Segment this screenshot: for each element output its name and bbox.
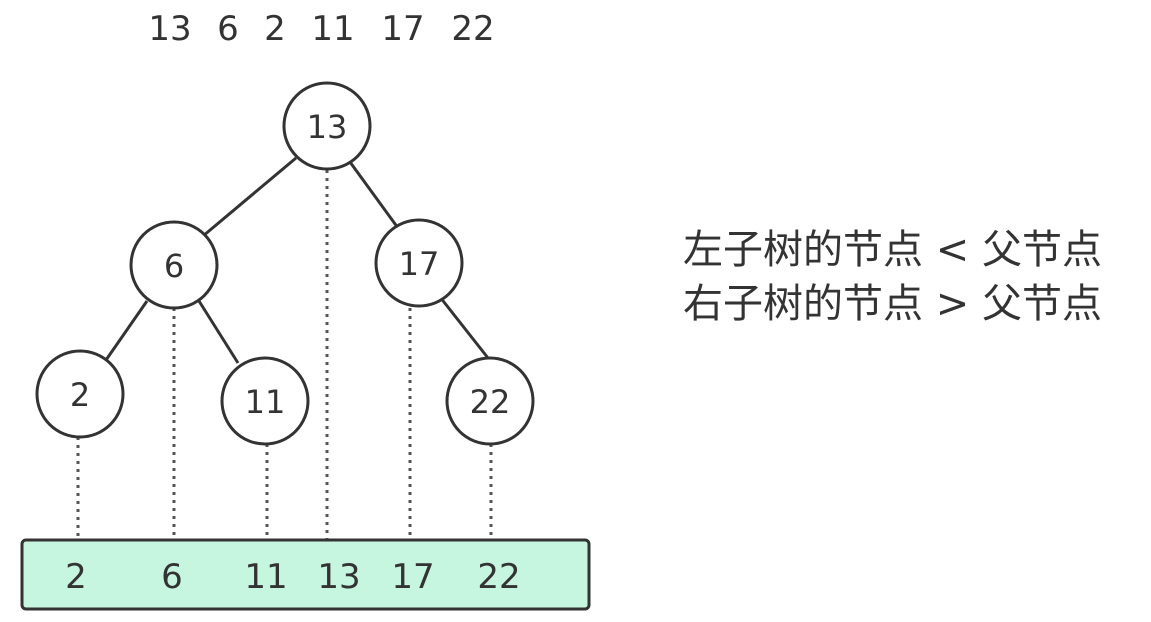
node-label: 22: [470, 383, 511, 421]
node-label: 11: [245, 383, 286, 421]
sequence-value: 22: [451, 9, 494, 49]
projection-lines: [76, 170, 493, 540]
tree-edge: [438, 296, 490, 359]
array-value: 17: [391, 557, 434, 597]
tree-node: 13: [282, 81, 372, 171]
tree-edge: [202, 156, 297, 238]
sequence-value: 6: [217, 9, 239, 49]
tree-node: 2: [35, 349, 125, 439]
sorted-array: 2 6 11 13 17 22: [20, 538, 591, 611]
tree-edges: [104, 156, 490, 364]
sequence-value: 17: [381, 9, 424, 49]
array-value: 13: [317, 557, 360, 597]
sequence-value: 2: [264, 9, 286, 49]
tree-edge: [348, 161, 400, 229]
tree-node: 17: [374, 218, 464, 308]
tree-nodes: 13 6 17 2 11 22: [35, 81, 535, 446]
node-label: 17: [399, 245, 440, 283]
tree-node: 6: [129, 220, 219, 310]
node-label: 13: [307, 108, 348, 146]
sequence-value: 13: [148, 9, 191, 49]
insertion-sequence: 13 6 2 11 17 22: [148, 9, 494, 49]
tree-node: 22: [445, 356, 535, 446]
tree-edge: [104, 300, 149, 361]
sorted-array-box: [20, 538, 591, 611]
sequence-value: 11: [311, 9, 354, 49]
rule-left-subtree: 左子树的节点 < 父节点: [683, 227, 1102, 273]
rule-right-subtree: 右子树的节点 > 父节点: [683, 281, 1102, 327]
node-label: 6: [164, 247, 184, 285]
array-value: 22: [477, 557, 520, 597]
array-value: 11: [244, 557, 287, 597]
tree-edge: [197, 300, 240, 364]
tree-node: 11: [220, 356, 310, 446]
array-value: 6: [161, 557, 183, 597]
array-value: 2: [65, 557, 87, 597]
node-label: 2: [70, 376, 90, 414]
